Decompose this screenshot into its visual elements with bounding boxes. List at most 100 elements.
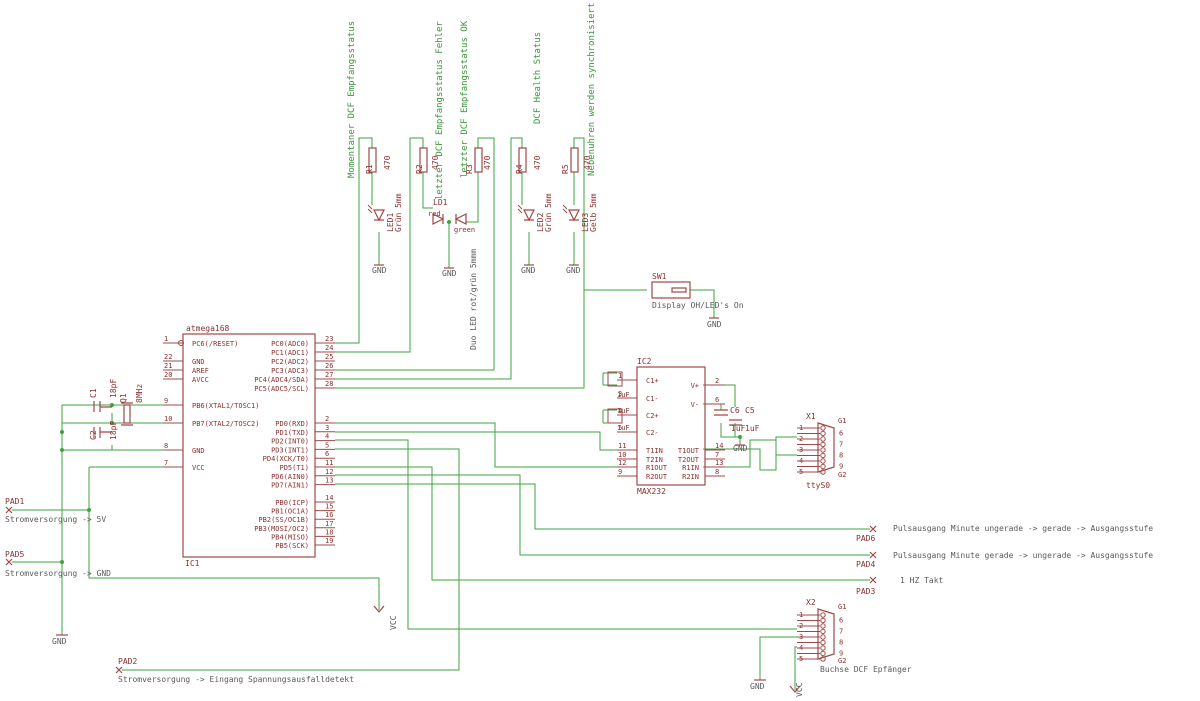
svg-text:ttyS0: ttyS0 <box>806 481 830 490</box>
svg-text:C2: C2 <box>89 430 98 440</box>
ic1-port-d-pin-number: 13 <box>325 477 333 485</box>
svg-text:1 HZ Takt: 1 HZ Takt <box>900 576 944 585</box>
svg-text:GND: GND <box>52 637 67 646</box>
svg-text:LED1: LED1 <box>386 213 395 232</box>
led-led3: LED3 Gelb 5mm <box>562 193 598 232</box>
ic1-port-d-pin-number: 4 <box>325 433 329 441</box>
ic2-left-pin-name: C2- <box>646 429 659 437</box>
resistor-r1: R1 470 <box>365 147 392 174</box>
ic1-left-pin-name: AREF <box>192 367 209 375</box>
x2-pin-contact <box>820 612 826 618</box>
ic2-left-pin-number: 4 <box>618 407 622 415</box>
ic1-left-pin-number: 7 <box>164 459 168 467</box>
x2-pin-contact <box>820 639 826 646</box>
svg-text:Stromversorgung -> 5V: Stromversorgung -> 5V <box>5 515 106 524</box>
label-led-status-2: letzter DCF Empfangsstatus Fehler <box>435 21 445 200</box>
label-led-status-1: Momentaner DCF Empfangsstatus <box>347 21 357 178</box>
svg-text:G2: G2 <box>838 471 846 479</box>
x2-pin-number: 6 <box>839 617 843 625</box>
x2-pin-contact <box>820 656 826 662</box>
x1-pin-contact <box>820 447 826 453</box>
gnd-sw1: GND <box>707 317 722 329</box>
ic1-port-c-pin-name: PC5(ADC5/SCL) <box>254 385 309 393</box>
pad-pad4: PAD4 Pulsausgang Minute gerade -> ungera… <box>856 551 1153 569</box>
ic1-port-c-pin-number: 28 <box>325 380 333 388</box>
capacitor-c1: C1 18pF <box>89 379 118 412</box>
svg-text:C6: C6 <box>730 406 740 415</box>
pad-pad2: PAD2 Stromversorgung -> Eingang Spannung… <box>115 657 354 684</box>
svg-text:VCC: VCC <box>389 615 398 630</box>
switch-sw1: SW1 Display OH/LED's On <box>651 272 744 310</box>
ic2-right-pin-name: V- <box>691 401 699 409</box>
svg-text:18pF: 18pF <box>109 421 118 440</box>
svg-text:PAD4: PAD4 <box>856 560 875 569</box>
gnd-led1: GND <box>372 264 387 275</box>
led-led2: LED2 Grün 5mm <box>517 193 553 232</box>
ic1-port-b-pin-name: PB3(MOSI/OC2) <box>254 525 309 533</box>
svg-text:Q1: Q1 <box>119 393 128 403</box>
svg-text:GND: GND <box>750 682 765 691</box>
ic2-left-pin-name: C1- <box>646 395 659 403</box>
x2-pin-contact <box>820 628 826 635</box>
vcc-x2: VCC <box>789 682 804 697</box>
ic1-port-d-pin-name: PD7(AIN1) <box>271 482 309 490</box>
ic1-port-d-pin-number: 12 <box>325 468 333 476</box>
svg-text:GND: GND <box>442 269 457 278</box>
resistor-r3: R3 470 <box>465 147 492 174</box>
svg-text:LD1: LD1 <box>433 198 448 207</box>
resistor-r4: R4 470 <box>515 147 542 174</box>
svg-text:PAD5: PAD5 <box>5 550 24 559</box>
x1-pin-contact <box>820 458 826 464</box>
ic1-port-b-pin-number: 17 <box>325 520 333 528</box>
ic1-left-pin-number: 1 <box>164 335 168 343</box>
ic1-port-b-pin-name: PB1(OC1A) <box>271 508 309 516</box>
x1-pin-number: 9 <box>839 463 843 471</box>
ic1-port-d-pin-name: PD0(RXD) <box>275 420 309 428</box>
led-led1: LED1 Grün 5mm <box>367 193 403 232</box>
ic1-port-b-pin-name: PB2(SS/OC1B) <box>258 516 309 524</box>
wires <box>12 137 870 690</box>
ic1-left-pin-number: 8 <box>164 442 168 450</box>
svg-text:X1: X1 <box>806 412 816 421</box>
ic2-left-pin-number: 1 <box>618 372 622 380</box>
ic1-port-b-pin-number: 19 <box>325 537 333 545</box>
svg-text:LED2: LED2 <box>536 213 545 232</box>
ic1-port-c-pin-number: 27 <box>325 371 333 379</box>
ic2-left-pin-number: 10 <box>618 451 626 459</box>
svg-text:1uF: 1uF <box>731 424 746 433</box>
svg-text:C1: C1 <box>89 388 98 398</box>
ic1-left-pin-name: GND <box>192 358 205 366</box>
x2-pin-contact <box>820 634 826 640</box>
ic2-left-pin-name: C2+ <box>646 412 659 420</box>
ic1-port-d-pin-name: PD4(XCK/T0) <box>263 455 309 463</box>
ic2-name-label: IC2 <box>637 357 652 366</box>
svg-text:1uF: 1uF <box>617 424 630 432</box>
pad-pad6: PAD6 Pulsausgang Minute ungerade -> gera… <box>856 524 1153 543</box>
gnd-left: GND <box>52 634 68 646</box>
x1-pin-number: 8 <box>839 452 843 460</box>
ic1-left-pin-name: GND <box>192 447 205 455</box>
svg-text:470: 470 <box>533 155 542 170</box>
svg-text:18pF: 18pF <box>109 379 118 398</box>
svg-text:R4: R4 <box>515 164 524 174</box>
ic1-left-pin-name: PB6(XTAL1/TOSC1) <box>192 402 259 410</box>
svg-text:G2: G2 <box>838 657 846 665</box>
x2-pin-contact <box>820 617 826 624</box>
x2-pin-number: 9 <box>839 650 843 658</box>
ic2-left-pin-name: R2OUT <box>646 473 668 481</box>
label-led-status-3: letzter DCF Empfangsstatus OK <box>460 20 470 178</box>
ic2-left-pin-number: 12 <box>618 459 626 467</box>
gnd-led2: GND <box>521 264 536 275</box>
x2-pin-number: 7 <box>839 628 843 636</box>
capacitor-c5: C5 1uF <box>729 406 760 433</box>
ic2-left-pin-name: R1OUT <box>646 464 668 472</box>
svg-text:470: 470 <box>483 155 492 170</box>
svg-text:Gelb 5mm: Gelb 5mm <box>589 193 598 232</box>
top-net-labels: Momentaner DCF Empfangsstatus letzter DC… <box>347 3 597 350</box>
ic2-right-pin-number: 8 <box>715 468 719 476</box>
ic1-left-pin-name: PC6(/RESET) <box>192 340 238 348</box>
junctions <box>60 220 742 564</box>
ic2-right-pin-number: 13 <box>715 459 723 467</box>
ic2-charge-caps: 1uF 1uF 1uF <box>607 371 630 432</box>
